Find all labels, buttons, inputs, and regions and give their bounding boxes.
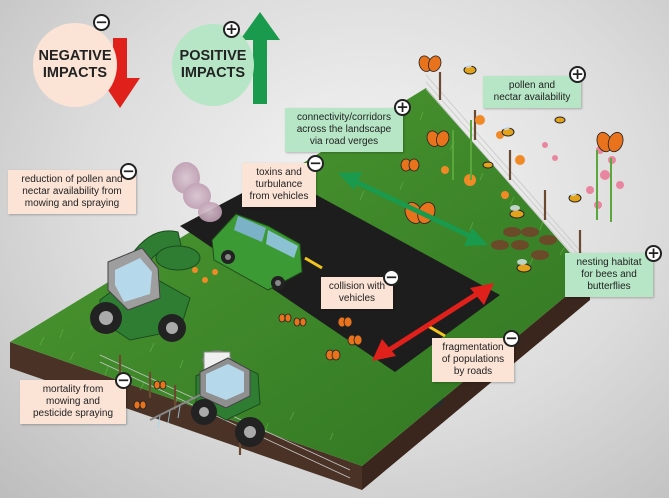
minus-sign-icon: −	[307, 155, 324, 172]
connectivity-arrow	[338, 172, 488, 246]
label-fragmentation: fragmentation of populations by roads	[432, 338, 514, 382]
label-line: mortality from	[42, 384, 104, 395]
label-reduction-pollen: reduction of pollen and nectar availabil…	[8, 170, 136, 214]
plus-sign-icon: +	[569, 66, 586, 83]
flower-field	[192, 115, 624, 283]
label-line: mowing and	[46, 396, 100, 407]
mower-tractor	[90, 230, 201, 342]
label-line: turbulance	[255, 179, 303, 190]
label-line: nectar availability	[493, 92, 571, 103]
label-line: across the landscape	[296, 124, 392, 135]
negative-title-line2: IMPACTS	[42, 65, 108, 81]
fragmentation-arrow	[372, 283, 494, 361]
label-line: fragmentation	[442, 342, 504, 353]
car	[211, 213, 303, 291]
label-collision: collision with vehicles	[321, 277, 393, 309]
label-line: via road verges	[309, 136, 379, 147]
vehicle-exhaust-smoke	[172, 162, 222, 222]
label-line: pollen and	[508, 80, 556, 91]
label-line: vehicles	[338, 293, 376, 304]
negative-title-line1: NEGATIVE	[38, 48, 112, 64]
plus-sign-icon: +	[645, 245, 662, 262]
label-pollen-nectar: pollen and nectar availability	[483, 76, 581, 108]
spraying-tractor	[149, 350, 265, 447]
positive-title-line2: IMPACTS	[180, 65, 246, 81]
label-line: connectivity/corridors	[297, 112, 391, 123]
label-line: by roads	[453, 366, 493, 377]
road-center-lines	[304, 256, 446, 338]
bees	[463, 62, 582, 273]
label-line: mowing and spraying	[24, 198, 120, 209]
label-line: toxins and	[256, 167, 302, 178]
minus-sign-icon: −	[115, 372, 132, 389]
minus-sign-icon: −	[120, 163, 137, 180]
positive-title-line1: POSITIVE	[179, 48, 247, 64]
minus-sign-icon: −	[503, 330, 520, 347]
label-nesting: nesting habitat for bees and butterflies	[565, 253, 653, 297]
plus-sign-icon: +	[223, 21, 240, 38]
label-line: reduction of pollen and	[21, 174, 123, 185]
positive-impacts-circle: POSITIVE IMPACTS	[172, 24, 254, 106]
label-line: nesting habitat	[576, 257, 642, 268]
label-line: for bees and	[581, 269, 637, 280]
label-line: collision with	[328, 281, 386, 292]
label-line: of populations	[441, 354, 505, 365]
plus-sign-icon: +	[394, 99, 411, 116]
minus-sign-icon: −	[93, 14, 110, 31]
label-line: pesticide spraying	[32, 408, 114, 419]
minus-sign-icon: −	[383, 269, 400, 286]
label-line: butterflies	[587, 281, 631, 292]
label-line: nectar availability from	[22, 186, 122, 197]
label-line: from vehicles	[249, 191, 309, 202]
label-mortality: mortality from mowing and pesticide spra…	[20, 380, 126, 424]
label-toxins: toxins and turbulance from vehicles	[242, 163, 316, 207]
negative-impacts-circle: NEGATIVE IMPACTS	[33, 23, 117, 107]
positive-up-arrow	[240, 12, 280, 104]
label-connectivity: connectivity/corridors across the landsc…	[285, 108, 403, 152]
